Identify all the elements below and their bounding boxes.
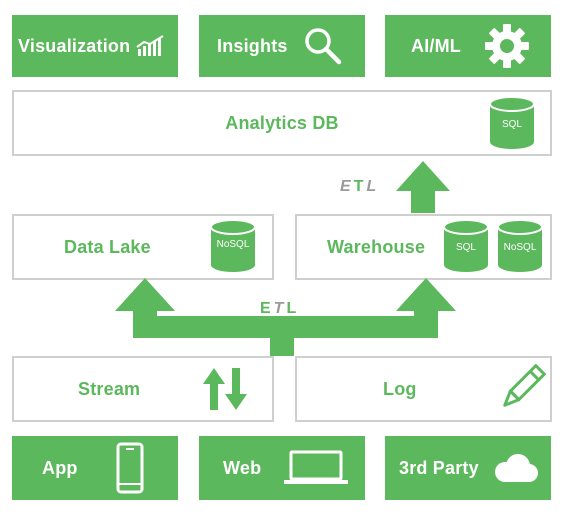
analytics-db-label: Analytics DB [225, 112, 339, 133]
gear-icon [485, 24, 529, 68]
insights-box: Insights [199, 15, 365, 77]
visualization-box: Visualization [12, 15, 178, 77]
etl-up-arrow [396, 161, 450, 213]
third-party-box: 3rd Party [385, 436, 551, 500]
aiml-box: AI/ML [385, 15, 551, 77]
app-box: App [12, 436, 178, 500]
insights-label: Insights [217, 35, 288, 56]
web-label: Web [223, 457, 262, 478]
smartphone-icon [116, 442, 144, 494]
db-badge-sql: SQL [502, 119, 522, 130]
database-icon: NoSQL [497, 219, 543, 272]
bidirectional-arrows-icon [203, 368, 247, 410]
stream-label: Stream [78, 378, 141, 399]
third-party-label: 3rd Party [399, 457, 479, 478]
magnifier-icon [304, 28, 341, 65]
database-icon: NoSQL [210, 219, 256, 272]
etl-fork-arrow [115, 278, 456, 356]
db-badge-sql: SQL [456, 242, 476, 253]
etl-upper-l: L [366, 178, 380, 195]
laptop-icon [284, 450, 349, 484]
etl-lower-l: L [286, 300, 300, 317]
database-icon: SQL [489, 96, 535, 149]
web-box: Web [199, 436, 365, 500]
analytics-db-box: Analytics DB [12, 90, 552, 156]
bar-chart-icon [136, 35, 164, 56]
data-lake-label: Data Lake [64, 236, 151, 257]
cloud-icon [494, 454, 538, 482]
etl-upper-e: E [340, 178, 354, 195]
visualization-label: Visualization [18, 35, 131, 56]
stream-box: Stream [12, 356, 274, 422]
etl-lower-label: ETL [260, 300, 299, 318]
etl-lower-e: E [260, 300, 274, 317]
pencil-icon [503, 364, 546, 407]
aiml-label: AI/ML [411, 35, 461, 56]
log-label: Log [383, 378, 417, 399]
db-badge-nosql: NoSQL [217, 239, 250, 250]
app-label: App [42, 457, 78, 478]
etl-lower-t: T [273, 300, 287, 317]
etl-upper-label: ETL [340, 178, 379, 196]
db-badge-nosql: NoSQL [504, 242, 537, 253]
warehouse-label: Warehouse [327, 236, 426, 257]
etl-upper-t: T [353, 178, 367, 195]
log-box: Log [295, 356, 552, 422]
database-icon: SQL [443, 219, 489, 272]
